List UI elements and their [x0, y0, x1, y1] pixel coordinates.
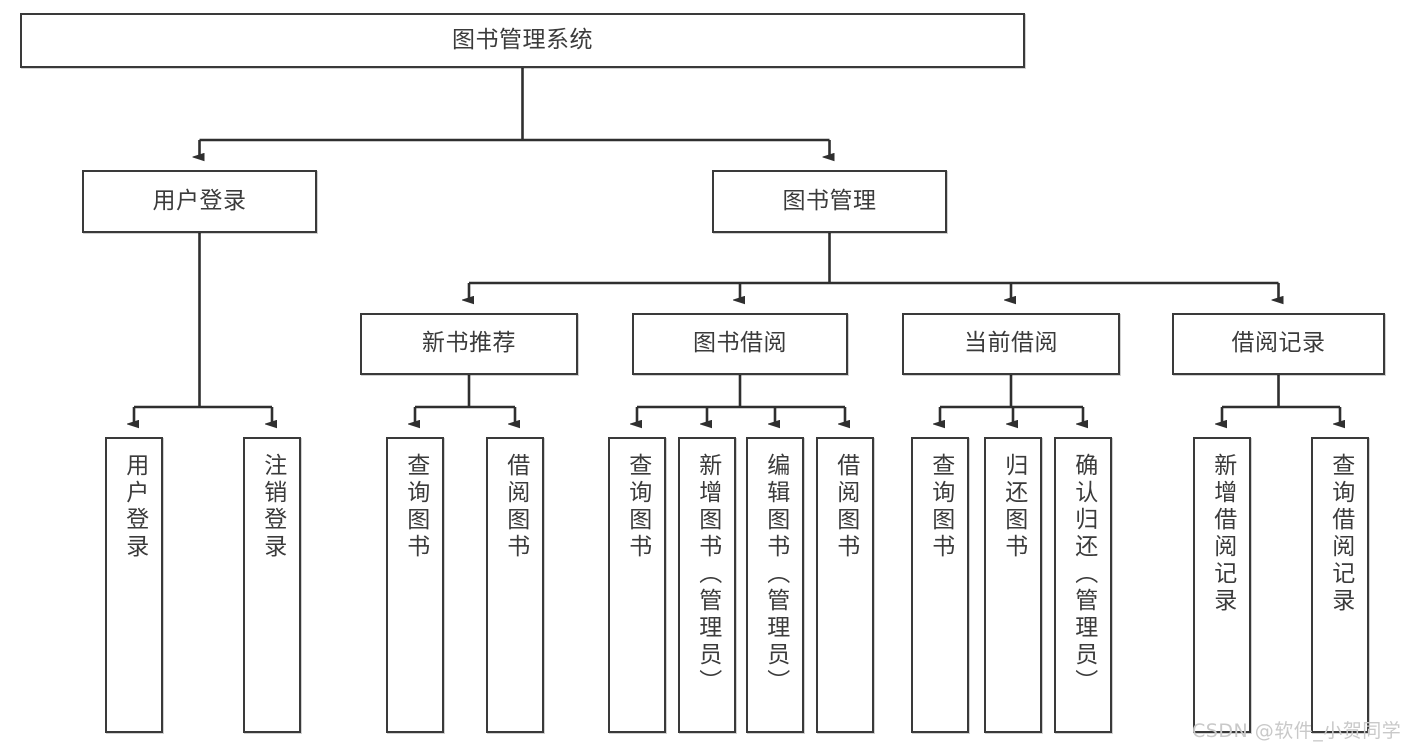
node-new-book-rec[interactable]: 新书推荐 — [360, 313, 578, 375]
node-leaf-query-2[interactable]: 查询图书 — [608, 437, 666, 733]
node-label: 借阅图书 — [502, 453, 529, 561]
node-label: 用户登录 — [121, 453, 148, 561]
node-label: 查询图书 — [927, 453, 954, 561]
node-leaf-query-rec[interactable]: 查询借阅记录 — [1311, 437, 1369, 733]
node-label: 借阅图书 — [832, 453, 859, 561]
node-label: 新增图书（管理员） — [694, 453, 721, 696]
node-label: 查询图书 — [402, 453, 429, 561]
node-label: 新书推荐 — [422, 330, 516, 357]
node-label: 借阅记录 — [1231, 330, 1326, 357]
node-leaf-return[interactable]: 归还图书 — [984, 437, 1042, 733]
node-label: 编辑图书（管理员） — [762, 453, 789, 696]
node-label: 查询图书 — [624, 453, 651, 561]
node-user-login[interactable]: 用户登录 — [82, 170, 317, 233]
csdn-watermark: CSDN @软件_小贺同学 — [1192, 720, 1402, 742]
node-label: 当前借阅 — [964, 330, 1058, 357]
node-leaf-add-book[interactable]: 新增图书（管理员） — [678, 437, 736, 733]
node-book-mgmt[interactable]: 图书管理 — [712, 170, 947, 233]
node-current-loan[interactable]: 当前借阅 — [902, 313, 1120, 375]
node-label: 查询借阅记录 — [1327, 453, 1354, 615]
node-leaf-confirm[interactable]: 确认归还（管理员） — [1054, 437, 1112, 733]
node-leaf-query-3[interactable]: 查询图书 — [911, 437, 969, 733]
node-label: 用户登录 — [152, 187, 247, 214]
node-leaf-borrow-1[interactable]: 借阅图书 — [486, 437, 544, 733]
node-leaf-edit-book[interactable]: 编辑图书（管理员） — [746, 437, 804, 733]
node-leaf-query-1[interactable]: 查询图书 — [386, 437, 444, 733]
node-leaf-login[interactable]: 用户登录 — [105, 437, 163, 733]
node-label: 图书借阅 — [693, 330, 787, 357]
node-root[interactable]: 图书管理系统 — [20, 13, 1025, 68]
node-label: 图书管理 — [782, 187, 877, 214]
node-label: 图书管理系统 — [452, 26, 593, 53]
node-leaf-logout[interactable]: 注销登录 — [243, 437, 301, 733]
node-loan-record[interactable]: 借阅记录 — [1172, 313, 1385, 375]
node-book-borrow[interactable]: 图书借阅 — [632, 313, 848, 375]
node-label: 注销登录 — [259, 453, 286, 561]
node-leaf-add-rec[interactable]: 新增借阅记录 — [1193, 437, 1251, 733]
node-label: 确认归还（管理员） — [1070, 453, 1097, 696]
node-leaf-borrow-2[interactable]: 借阅图书 — [816, 437, 874, 733]
node-label: 归还图书 — [1000, 453, 1027, 561]
node-label: 新增借阅记录 — [1209, 453, 1236, 615]
